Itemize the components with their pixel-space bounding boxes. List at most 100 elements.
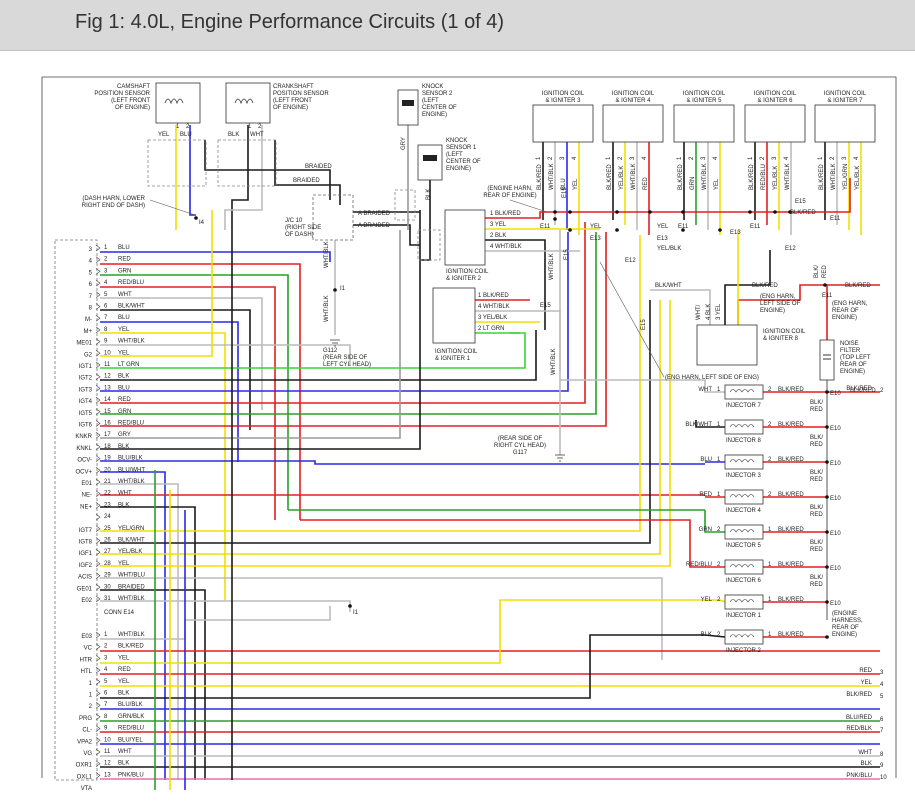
- ecm-wire: [100, 300, 651, 544]
- pin-bracket: [95, 478, 101, 486]
- knock-sensor-1: [417, 144, 443, 181]
- jc-braided: A BRAIDED: [358, 211, 391, 217]
- injector-out-wire: BLK/RED: [778, 632, 804, 638]
- pin-bracket: [95, 725, 101, 732]
- eng-harn-left2: LEFT SIDE OF: [760, 301, 801, 307]
- wire-label: YEL: [118, 561, 130, 567]
- ecm-terminal: NE-: [82, 493, 92, 499]
- pin-number: 2: [717, 597, 721, 603]
- knock-sensor-1-label: ENGINE): [446, 166, 471, 172]
- pin-number: 3: [104, 655, 108, 661]
- pin-number: 22: [104, 491, 111, 497]
- exit-number: 5: [880, 694, 884, 700]
- ecm-terminal: PRG: [79, 716, 92, 722]
- knock-sensor-2-label: SENSOR 2: [422, 91, 453, 97]
- jc-braided: A BRAIDED: [358, 223, 391, 229]
- connector-id: E10: [830, 566, 841, 572]
- label: E15: [795, 199, 806, 205]
- connector-id: E10: [830, 426, 841, 432]
- pin-number: 4: [104, 280, 108, 286]
- label: E13: [730, 230, 741, 236]
- wire-label: BLU/BLK: [118, 456, 143, 462]
- injector-coil: [729, 494, 755, 498]
- dash-harn-label: (DASH HARN, LOWER: [82, 196, 145, 202]
- splice-dot: [568, 210, 572, 214]
- eng-harn-left2: (ENG HARN,: [760, 294, 796, 300]
- coil1-label: IGNITION COIL: [435, 349, 478, 355]
- coil-wire: [650, 289, 711, 325]
- pin-number: 1: [768, 562, 772, 568]
- knock-sensor-2-label: KNOCK: [422, 84, 443, 90]
- pin-bracket: [95, 361, 101, 369]
- pin-bracket: [95, 256, 101, 263]
- connector-id: E10: [830, 496, 841, 502]
- injector-coil: [729, 599, 755, 603]
- ecm-terminal: IGT8: [79, 540, 93, 546]
- pin-number: 13: [104, 772, 111, 778]
- injector-feed: [560, 379, 725, 393]
- exit-number: 3: [880, 670, 884, 676]
- coil-label: IGNITION COIL: [542, 91, 585, 97]
- braided-label: BRAIDED: [305, 164, 332, 170]
- pin-bracket: [95, 420, 101, 427]
- ecm-terminal: 5: [89, 270, 93, 276]
- wire-label: BLK/RED: [607, 164, 613, 190]
- ecm-terminal: IGT3: [79, 387, 93, 393]
- dash-harn-label: RIGHT END OF DASH): [82, 203, 145, 209]
- injector-in-wire: RED/BLU: [686, 562, 712, 568]
- wire-label: BLK: [118, 761, 129, 767]
- exit-wire-label: WHT: [858, 750, 872, 756]
- ecm-terminal: G2: [84, 352, 93, 358]
- ecm-terminal: IGT6: [79, 423, 93, 429]
- knock-sensor-2-label: ENGINE): [422, 112, 447, 118]
- label: BLK/WHT: [655, 283, 682, 289]
- camshaft-label: (LEFT FRONT: [111, 98, 150, 104]
- wire-label: PNK/BLU: [118, 772, 144, 778]
- ecm-terminal: IGT5: [79, 411, 93, 417]
- wire-label: BLK/WHT: [118, 538, 145, 544]
- capacitor: [823, 354, 831, 360]
- pin-number: 1: [104, 245, 108, 251]
- coil-wire: [485, 239, 546, 330]
- knock-sensor-2: [397, 89, 419, 126]
- camshaft-label: POSITION SENSOR: [94, 91, 150, 97]
- pin-bracket: [95, 572, 101, 579]
- pin-number: 2: [717, 562, 721, 568]
- crankshaft-label: OF ENGINE): [273, 105, 308, 111]
- g112-label: G112: [323, 348, 338, 354]
- pin-number: 23: [104, 502, 111, 508]
- pin-number: 17: [104, 432, 111, 438]
- coil2-label: IGNITION COIL: [446, 269, 489, 275]
- pin-number: 4: [713, 156, 719, 160]
- leader-line: [149, 199, 196, 216]
- pin-number: 2: [768, 387, 772, 393]
- wire-label: GRY: [118, 432, 131, 438]
- sensor-wire: [231, 125, 249, 780]
- pin-bracket: [95, 373, 101, 380]
- ignition-coil: [602, 104, 664, 143]
- engine-harness-label: (ENGINE: [832, 611, 857, 617]
- ignition-coil-1: [432, 287, 476, 344]
- ecm-terminal: E01: [81, 481, 92, 487]
- frame-border: [41, 76, 897, 778]
- pin-number: 12: [104, 374, 111, 380]
- knock-sensor-2-label: (LEFT: [422, 98, 439, 104]
- label: BLK/RED: [845, 283, 871, 289]
- noise-filter-label: FILTER: [840, 348, 861, 354]
- shield: [147, 139, 207, 187]
- splice-dot: [748, 210, 752, 214]
- pin-number: 1: [818, 156, 824, 160]
- ecm-wire: [100, 300, 671, 567]
- wire-label: BLK/RED: [819, 164, 825, 190]
- wire-label: BRAIDED: [118, 584, 145, 590]
- shield: [417, 229, 441, 261]
- label: E11: [750, 224, 761, 230]
- ground-symbol: [555, 454, 565, 462]
- pin-bracket: [95, 431, 101, 439]
- pin-number: 3: [701, 156, 707, 160]
- pin-bracket: [95, 548, 101, 556]
- wire-label: WHT/BLK: [702, 163, 708, 190]
- ecm-terminal: M-: [85, 317, 92, 323]
- label: E11: [830, 216, 841, 222]
